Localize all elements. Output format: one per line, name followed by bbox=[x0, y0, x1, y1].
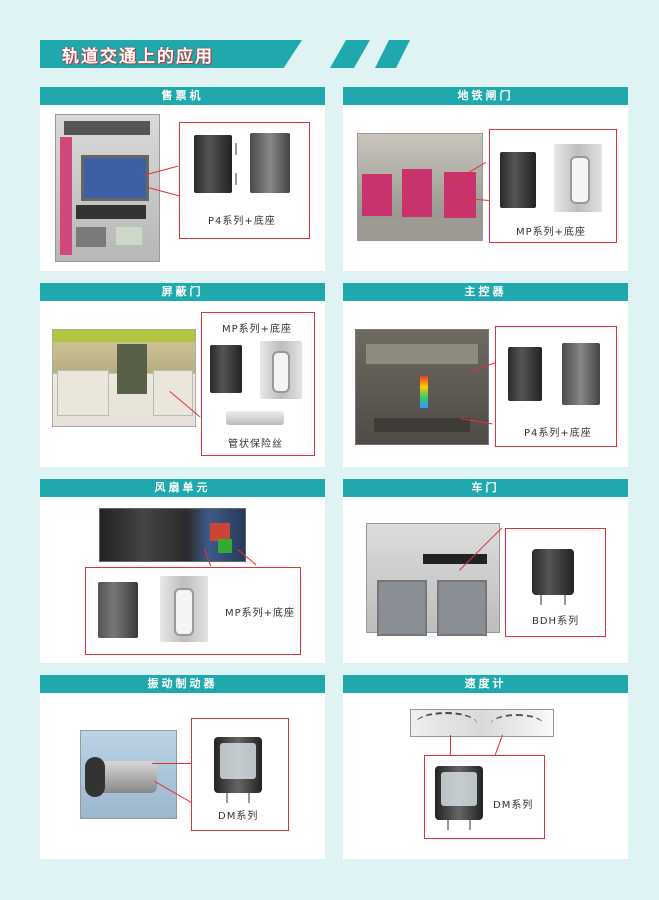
car-door-photo bbox=[366, 523, 500, 636]
banner-stripe bbox=[330, 40, 370, 68]
master-controller-photo bbox=[355, 329, 489, 445]
product-caption: BDH系列 bbox=[532, 616, 580, 627]
fuse-base-image bbox=[250, 133, 290, 193]
pin bbox=[469, 820, 471, 830]
panel-ticket-machine: 售票机 P4系列+底座 bbox=[40, 87, 325, 271]
callout-line bbox=[450, 735, 451, 757]
pin bbox=[235, 173, 237, 185]
callout-box: BDH系列 bbox=[505, 528, 606, 637]
ticket-machine-photo bbox=[55, 114, 160, 262]
panel-title: 主控器 bbox=[343, 283, 628, 301]
fuse-black-image bbox=[508, 347, 542, 401]
product-caption-2: 管状保险丝 bbox=[228, 439, 283, 450]
panel-master-controller: 主控器 P4系列+底座 bbox=[343, 283, 628, 467]
fan-unit-photo bbox=[99, 508, 246, 562]
subway-gate-photo bbox=[357, 133, 483, 241]
banner-stripe bbox=[375, 40, 410, 68]
pin bbox=[564, 595, 566, 605]
panel-title: 车门 bbox=[343, 479, 628, 497]
panel-title: 风扇单元 bbox=[40, 479, 325, 497]
panel-title: 振动制动器 bbox=[40, 675, 325, 693]
callout-box: MP系列+底座 bbox=[489, 129, 617, 243]
screen-door-photo bbox=[52, 329, 196, 427]
panel-screen-door: 屏蔽门 MP系列+底座 管状保险丝 bbox=[40, 283, 325, 467]
page-banner: 轨道交通上的应用 bbox=[40, 40, 410, 68]
pin bbox=[235, 143, 237, 155]
dm-fuse-image bbox=[214, 737, 262, 793]
panel-title: 屏蔽门 bbox=[40, 283, 325, 301]
dm-fuse-image bbox=[435, 766, 483, 820]
callout-line bbox=[152, 763, 192, 764]
banner-bar bbox=[40, 40, 302, 68]
callout-box: MP系列+底座 管状保险丝 bbox=[201, 312, 315, 456]
tube-fuse-image bbox=[226, 411, 284, 425]
panel-title: 地铁闸门 bbox=[343, 87, 628, 105]
panel-car-door: 车门 BDH系列 bbox=[343, 479, 628, 663]
panel-title: 速度计 bbox=[343, 675, 628, 693]
product-caption: P4系列+底座 bbox=[208, 216, 276, 227]
product-caption: MP系列+底座 bbox=[222, 324, 293, 335]
bdh-fuse-image bbox=[532, 549, 574, 595]
callout-box: DM系列 bbox=[191, 718, 289, 831]
base-slot bbox=[174, 588, 194, 636]
speedometer-photo bbox=[410, 709, 554, 737]
fuse-base-image bbox=[562, 343, 600, 405]
base-slot bbox=[570, 156, 590, 204]
product-caption: DM系列 bbox=[493, 800, 534, 811]
panel-speedometer: 速度计 DM系列 bbox=[343, 675, 628, 859]
panel-title: 售票机 bbox=[40, 87, 325, 105]
page-title: 轨道交通上的应用 bbox=[62, 47, 214, 67]
fuse-black-image bbox=[500, 152, 536, 208]
fuse-black-image bbox=[194, 135, 232, 193]
product-caption: MP系列+底座 bbox=[225, 608, 296, 619]
callout-box: P4系列+底座 bbox=[179, 122, 310, 239]
panel-subway-gate: 地铁闸门 MP系列+底座 bbox=[343, 87, 628, 271]
callout-box: P4系列+底座 bbox=[495, 326, 617, 447]
pin bbox=[226, 793, 228, 803]
pin bbox=[447, 820, 449, 830]
callout-box: DM系列 bbox=[424, 755, 545, 839]
product-caption: MP系列+底座 bbox=[516, 227, 587, 238]
fuse-black-image bbox=[210, 345, 242, 393]
panel-vibration-brake: 振动制动器 DM系列 bbox=[40, 675, 325, 859]
product-caption: DM系列 bbox=[218, 811, 259, 822]
pin bbox=[540, 595, 542, 605]
vibration-brake-photo bbox=[80, 730, 177, 819]
base-slot bbox=[272, 351, 290, 393]
fuse-black-image bbox=[98, 582, 138, 638]
product-caption: P4系列+底座 bbox=[524, 428, 592, 439]
panel-fan-unit: 风扇单元 MP系列+底座 bbox=[40, 479, 325, 663]
callout-box: MP系列+底座 bbox=[85, 567, 301, 655]
pin bbox=[248, 793, 250, 803]
